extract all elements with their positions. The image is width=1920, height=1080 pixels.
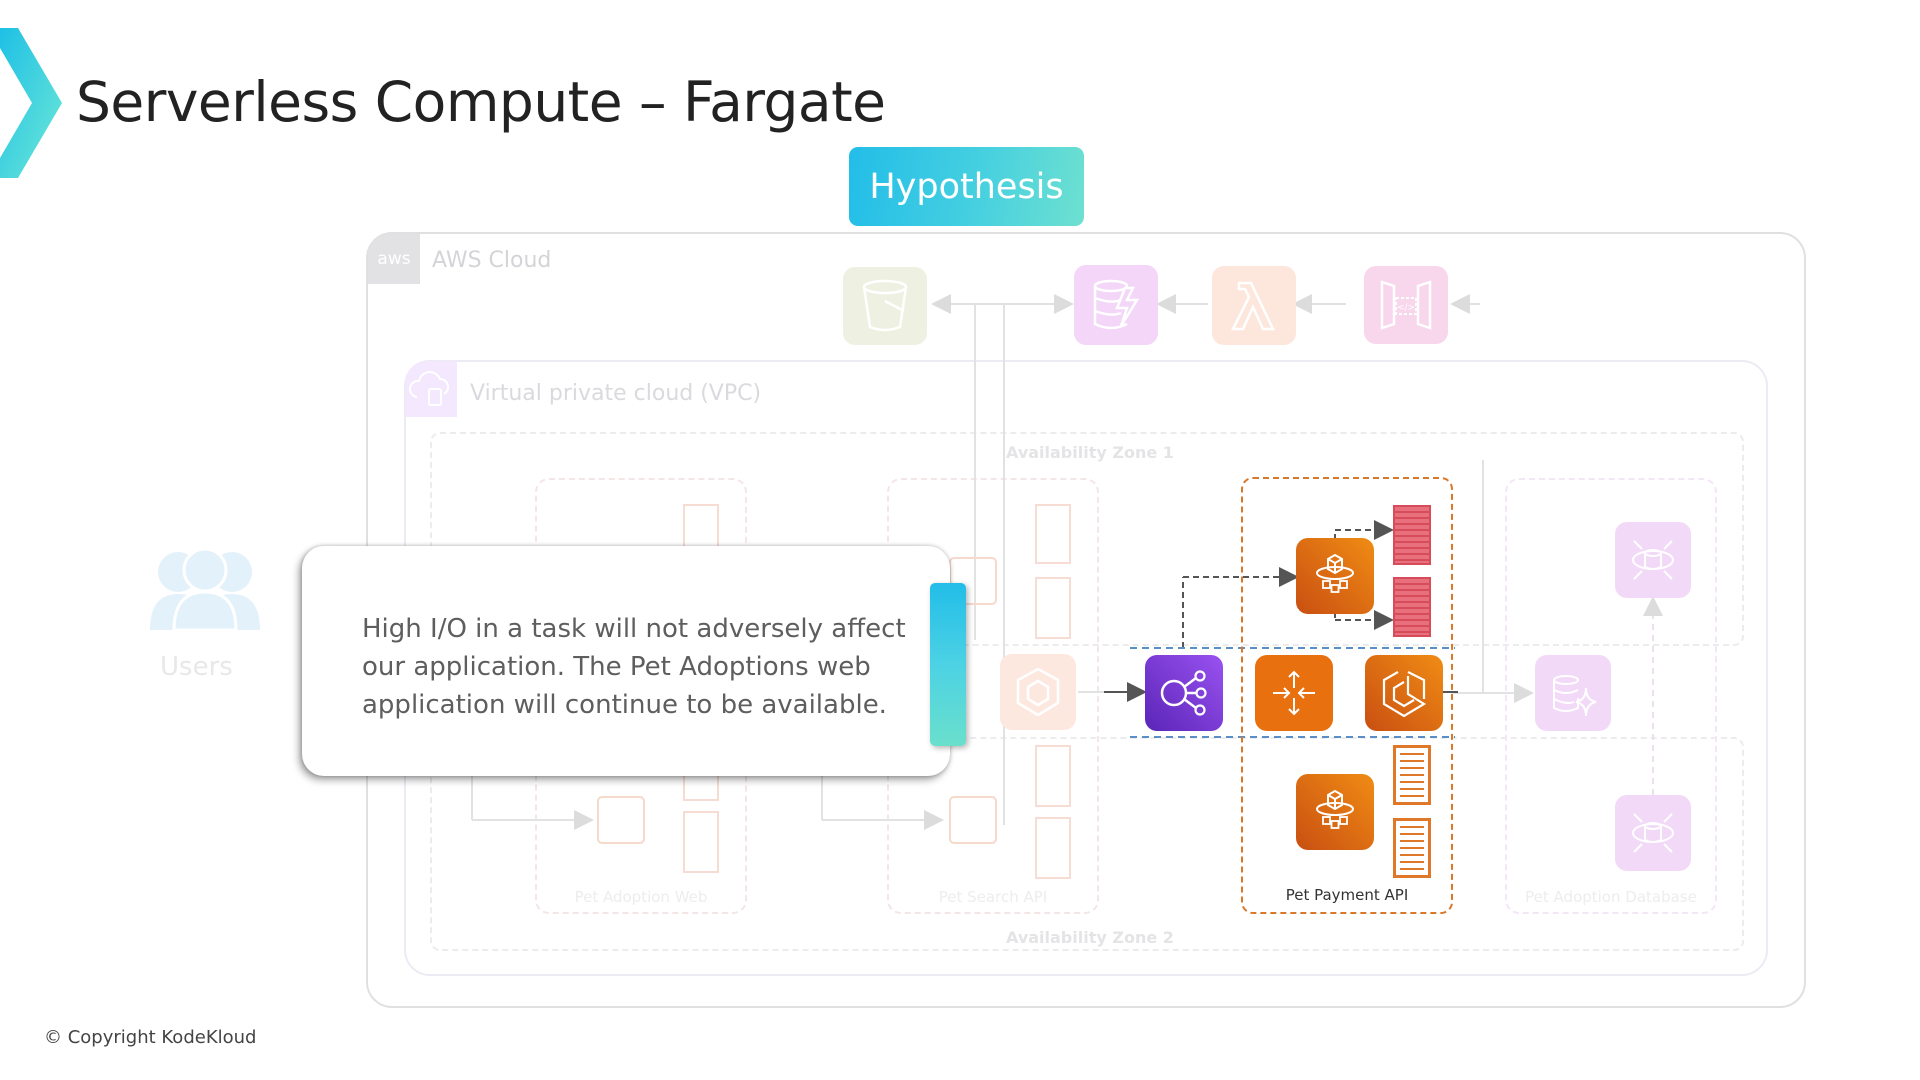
hypothesis-callout-text: High I/O in a task will not adversely af… xyxy=(362,614,906,720)
pet-search-api-label: Pet Search API xyxy=(938,888,1048,906)
s3-bucket-icon xyxy=(843,267,927,345)
availability-zone-2 xyxy=(430,737,1744,951)
lambda-icon xyxy=(1212,266,1296,345)
pet-payment-api-label: Pet Payment API xyxy=(1285,886,1409,904)
ecs-icon xyxy=(1365,655,1443,731)
container-task-icon xyxy=(1393,577,1431,637)
hypothesis-badge: Hypothesis xyxy=(849,147,1084,226)
vpc-label: Virtual private cloud (VPC) xyxy=(470,381,762,406)
log-file-icon xyxy=(1393,745,1431,805)
sns-icon xyxy=(1145,655,1223,731)
pet-payment-api-group xyxy=(1241,477,1453,914)
fargate-icon xyxy=(1296,538,1374,614)
users-label: Users xyxy=(160,652,233,682)
availability-zone-1 xyxy=(430,432,1744,646)
svg-text:</>: </> xyxy=(1397,303,1415,313)
rds-icon xyxy=(1615,795,1691,871)
api-gateway-icon: </> xyxy=(1364,266,1448,344)
pet-adoption-database-label: Pet Adoption Database xyxy=(1525,888,1697,906)
hypothesis-callout-card xyxy=(302,546,950,776)
kodekloud-chevron-logo xyxy=(0,28,62,178)
az2-label: Availability Zone 2 xyxy=(1006,928,1174,947)
aws-logo-icon: aws xyxy=(368,234,420,284)
dynamodb-icon xyxy=(1074,265,1158,345)
copyright-footer: © Copyright KodeKloud xyxy=(44,1027,257,1048)
rds-icon xyxy=(1615,522,1691,598)
az1-label: Availability Zone 1 xyxy=(1006,443,1174,462)
pet-adoption-database-group xyxy=(1505,478,1717,914)
slide-title: Serverless Compute – Fargate xyxy=(76,70,886,134)
users-icon xyxy=(148,547,262,632)
ec2-instance-icons xyxy=(597,557,997,844)
fargate-icon xyxy=(1296,774,1374,850)
container-task-icon xyxy=(1393,505,1431,565)
load-balancer-icon xyxy=(1255,655,1333,731)
pet-adoption-web-label: Pet Adoption Web xyxy=(574,888,708,906)
aws-cloud-label: AWS Cloud xyxy=(432,248,552,273)
vpc-icon xyxy=(405,361,457,417)
ecs-faded-icon xyxy=(1000,654,1076,730)
az-split-lines xyxy=(1130,647,1455,738)
aurora-icon xyxy=(1535,655,1611,731)
log-file-icon xyxy=(1393,818,1431,878)
callout-accent-tab xyxy=(930,583,966,746)
